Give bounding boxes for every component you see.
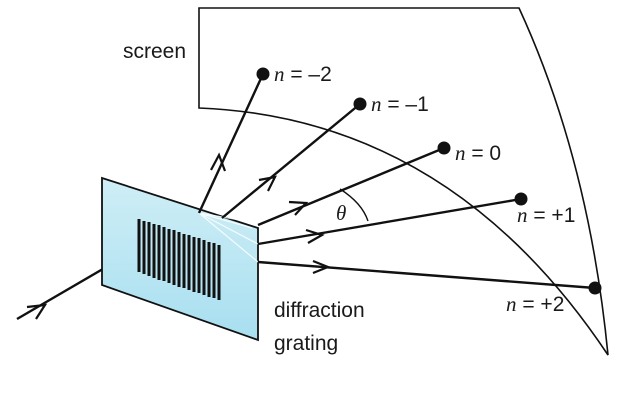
order-label-n-minus-1: n = –1 [371, 92, 429, 116]
diffracted-rays [197, 73, 596, 290]
theta-label: θ [336, 201, 346, 225]
incident-arrow [26, 303, 48, 320]
grating-label-line2: grating [274, 332, 338, 355]
order-label-n-0: n = 0 [455, 141, 501, 165]
ray-n-minus-1 [221, 103, 361, 219]
ray-n-minus-2 [197, 73, 265, 214]
order-label-n-minus-2: n = –2 [274, 62, 332, 86]
order-dots [256, 67, 602, 295]
order-label-n-plus-2: n = +2 [506, 292, 564, 316]
grating-slits [137, 219, 221, 300]
ray-n-plus-1 [257, 197, 522, 246]
order-label-n-plus-1: n = +1 [517, 203, 575, 227]
dot-n-minus-1 [353, 97, 367, 111]
dot-n-0 [437, 141, 451, 155]
theta-angle-arc [339, 188, 369, 222]
dot-n-plus-2 [588, 281, 602, 295]
ray-n-plus-2 [257, 260, 596, 290]
dot-n-minus-2 [256, 67, 270, 81]
ray-n-0 [257, 146, 445, 227]
ray-arrowheads [210, 152, 331, 275]
grating-label-line1: diffraction [274, 299, 365, 322]
screen-label: screen [123, 40, 186, 63]
dot-n-plus-1 [514, 192, 528, 206]
screen-outline [198, 7, 609, 356]
